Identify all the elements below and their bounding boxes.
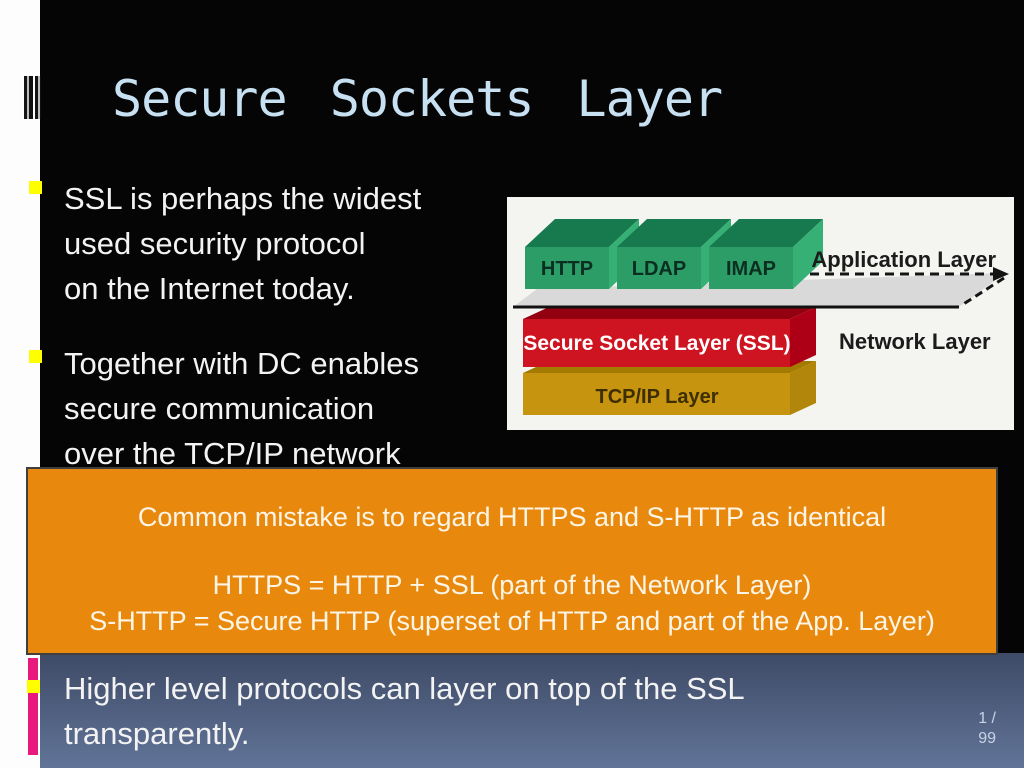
bullet-line: SSL is perhaps the widest xyxy=(64,181,422,216)
arrow-right-icon xyxy=(993,267,1009,281)
accent-bar xyxy=(28,658,38,755)
bullet-item-dc-secure: Together with DC enables secure communic… xyxy=(64,341,419,476)
page-number-current: 1 / xyxy=(978,710,996,727)
application-platform xyxy=(513,273,1005,307)
application-layer-label: Application Layer xyxy=(811,247,996,272)
ssl-layer-box: Secure Socket Layer (SSL) xyxy=(523,307,816,367)
page-title: Secure Sockets Layer xyxy=(112,70,723,128)
bullet-line: used security protocol xyxy=(64,226,366,261)
network-layer-label: Network Layer xyxy=(839,329,991,354)
bullet-line: Together with DC enables xyxy=(64,346,419,381)
bullet-item-higher-protocols: Higher level protocols can layer on top … xyxy=(64,666,745,756)
bullet-line: over the TCP/IP network xyxy=(64,436,401,471)
bullet-line: Higher level protocols can layer on top … xyxy=(64,671,745,706)
ssl-stack-diagram: TCP/IP Layer Secure Socket Layer (SSL) H… xyxy=(507,197,1014,430)
bullet-icon xyxy=(29,350,42,363)
bullet-icon xyxy=(29,181,42,194)
http-label: HTTP xyxy=(541,258,593,280)
ssl-layer-label: Secure Socket Layer (SSL) xyxy=(523,332,790,355)
callout-line: HTTPS = HTTP + SSL (part of the Network … xyxy=(212,570,812,600)
page-number-total: 99 xyxy=(978,730,996,747)
callout-box: Common mistake is to regard HTTPS and S-… xyxy=(26,467,998,655)
callout-line: S-HTTP = Secure HTTP (superset of HTTP a… xyxy=(89,606,935,636)
bullet-item-ssl-widest: SSL is perhaps the widest used security … xyxy=(64,176,421,311)
callout-line: Common mistake is to regard HTTPS and S-… xyxy=(137,502,887,532)
bullet-line: on the Internet today. xyxy=(64,271,355,306)
bullet-line: secure communication xyxy=(64,391,375,426)
tcpip-layer-box: TCP/IP Layer xyxy=(523,361,816,415)
bullet-line: transparently. xyxy=(64,716,250,751)
http-box: HTTP xyxy=(525,219,639,289)
barcode-icon xyxy=(22,76,41,119)
ssl-stack-diagram-svg: TCP/IP Layer Secure Socket Layer (SSL) H… xyxy=(513,219,1009,415)
imap-label: IMAP xyxy=(726,258,776,280)
page-number: 1 / 99 xyxy=(930,709,996,749)
bullet-icon xyxy=(27,680,40,693)
platform-dashed-edge xyxy=(961,276,1005,307)
ldap-label: LDAP xyxy=(632,258,686,280)
tcpip-layer-label: TCP/IP Layer xyxy=(595,386,718,408)
imap-box: IMAP xyxy=(709,219,823,289)
